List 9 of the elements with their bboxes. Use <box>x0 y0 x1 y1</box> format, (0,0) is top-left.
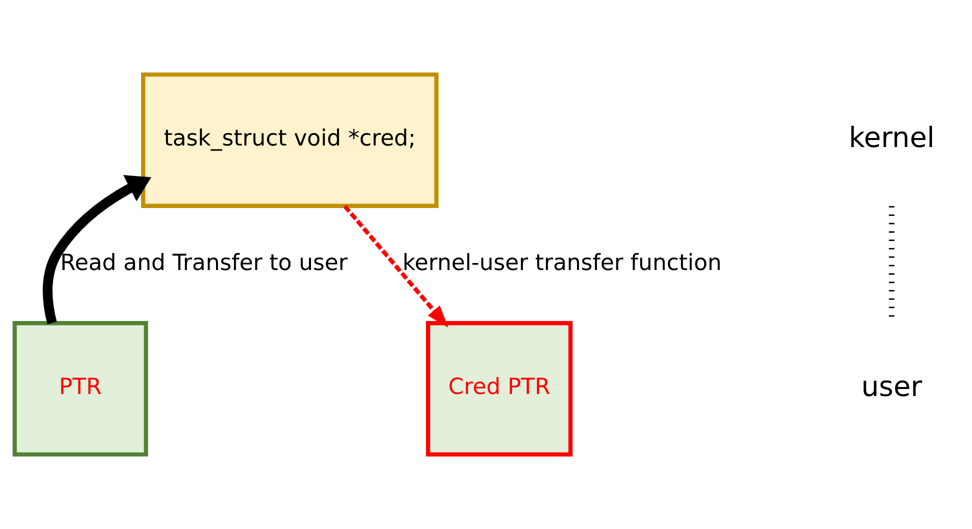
node-box: task_struct void *cred; <box>141 72 439 208</box>
node-box: PTR <box>12 321 148 457</box>
label: kernel <box>848 121 935 154</box>
arrow <box>42 175 152 324</box>
edge-label: Read and Transfer to user <box>60 250 348 276</box>
arrow <box>343 204 448 328</box>
label: user <box>861 370 922 403</box>
edge-label: kernel-user transfer function <box>402 250 722 276</box>
node-box: Cred PTR <box>426 321 573 457</box>
